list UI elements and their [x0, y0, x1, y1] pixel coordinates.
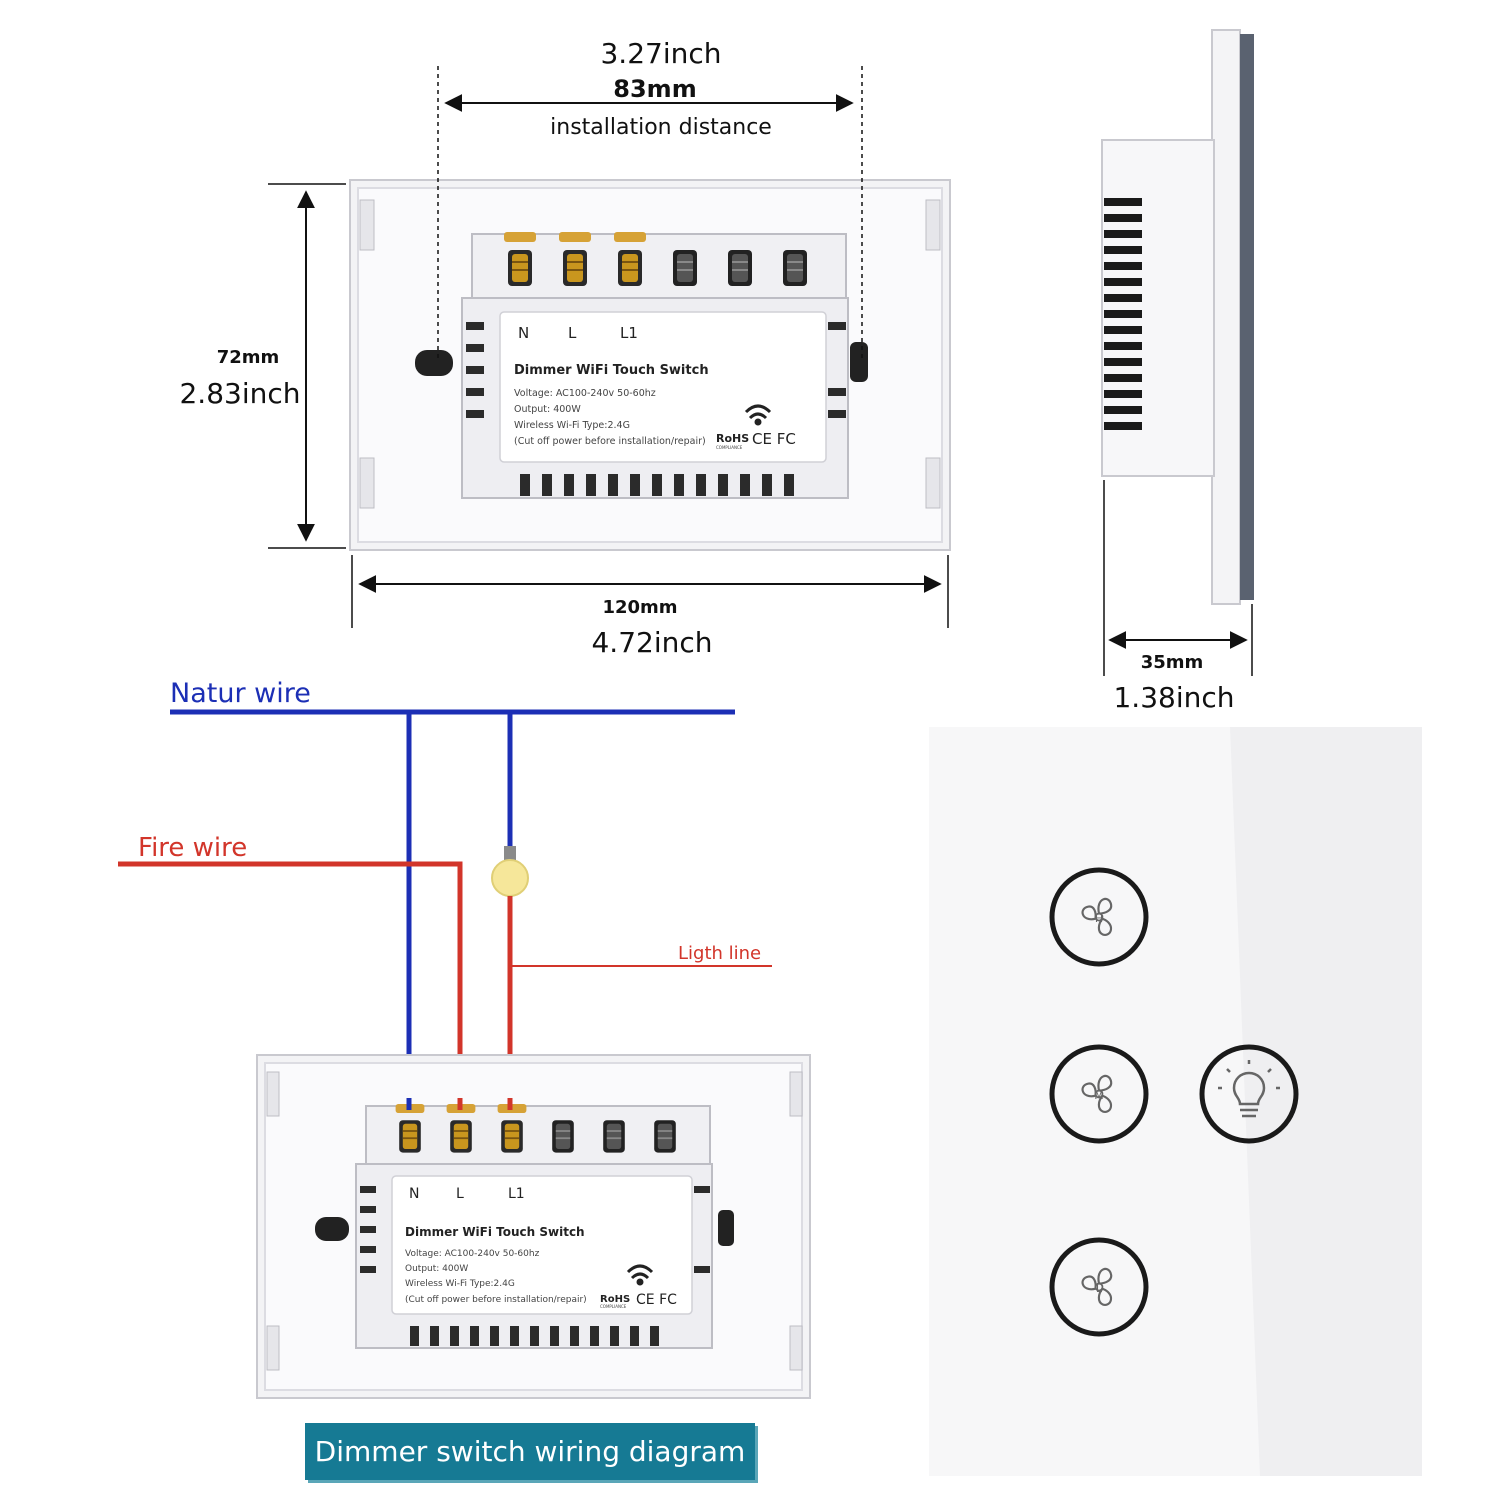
dim-depth: 35mm 1.38inch — [1103, 480, 1253, 714]
wifi-icon-2 — [626, 1264, 654, 1286]
terminal-l1-2: L1 — [508, 1186, 525, 1202]
width-mm: 120mm — [602, 597, 677, 618]
fire-wire-label: Fire wire — [138, 833, 247, 863]
bulb-icon — [1218, 1060, 1280, 1118]
rohs-sub: COMPLIANCE — [716, 445, 743, 450]
light-dimmer-button[interactable] — [1199, 1044, 1299, 1144]
height-mm: 72mm — [217, 347, 280, 368]
fan-low-button[interactable]: L — [1049, 1237, 1149, 1337]
height-inch: 2.83inch — [179, 377, 300, 410]
rohs-mark-2: RoHS — [600, 1294, 630, 1305]
back-view-bottom: N L L1 Dimmer WiFi Touch Switch Voltage:… — [256, 1054, 811, 1399]
mounting-hole-left — [415, 350, 453, 376]
wifi-icon — [744, 404, 772, 426]
ce-fc-mark-2: CE FC — [636, 1292, 677, 1308]
neutral-wire-label: Natur wire — [170, 678, 311, 709]
fan-high-letter: H — [1095, 912, 1103, 925]
plate-voltage-2: Voltage: AC100-240v 50-60hz — [405, 1249, 540, 1259]
plate-title: Dimmer WiFi Touch Switch — [514, 363, 709, 378]
terminal-l: L — [568, 324, 577, 342]
light-line-label: Ligth line — [678, 943, 761, 964]
depth-inch: 1.38inch — [1113, 681, 1234, 714]
install-inch: 3.27inch — [600, 37, 721, 70]
side-view — [1101, 29, 1254, 605]
install-mm: 83mm — [613, 75, 696, 103]
mounting-hole-right — [850, 342, 868, 382]
lamp-icon — [491, 846, 529, 897]
install-caption: installation distance — [550, 115, 772, 140]
plate-warning-2: (Cut off power before installation/repai… — [405, 1295, 587, 1305]
fan-medium-letter: M — [1094, 1089, 1104, 1102]
dim-install-distance: 3.27inch 83mm installation distance — [437, 37, 863, 360]
front-panel: H M L — [929, 727, 1422, 1476]
plate-title-2: Dimmer WiFi Touch Switch — [405, 1225, 585, 1239]
fire-wire — [118, 861, 463, 1105]
fan-high-button[interactable]: H — [1049, 867, 1149, 967]
rohs-sub-2: COMPLIANCE — [600, 1304, 627, 1309]
rohs-mark: RoHS — [716, 432, 749, 445]
plate-wireless-2: Wireless Wi-Fi Type:2.4G — [405, 1279, 515, 1289]
plate-warning: (Cut off power before installation/repai… — [514, 436, 706, 447]
depth-mm: 35mm — [1141, 652, 1204, 673]
terminal-n-2: N — [409, 1186, 419, 1202]
fan-low-letter: L — [1096, 1282, 1103, 1295]
fan-medium-button[interactable]: M — [1049, 1044, 1149, 1144]
dim-width: 120mm 4.72inch — [351, 555, 949, 659]
plate-output: Output: 400W — [514, 404, 581, 415]
plate-wireless: Wireless Wi-Fi Type:2.4G — [514, 420, 630, 431]
terminal-n: N — [518, 324, 529, 342]
width-inch: 4.72inch — [591, 626, 712, 659]
plate-output-2: Output: 400W — [405, 1264, 468, 1274]
ce-fc-mark: CE FC — [752, 430, 796, 448]
back-view-top: N L L1 Dimmer WiFi Touch Switch Voltage:… — [349, 179, 951, 551]
plate-voltage: Voltage: AC100-240v 50-60hz — [514, 388, 656, 399]
wiring-diagram-title: Dimmer switch wiring diagram — [305, 1423, 755, 1480]
dim-height: 72mm 2.83inch — [179, 183, 346, 549]
terminal-l1: L1 — [620, 324, 638, 342]
wiring-diagram: Natur wire Fire wire Ligth line — [118, 678, 772, 1105]
terminal-l-2: L — [456, 1186, 464, 1202]
